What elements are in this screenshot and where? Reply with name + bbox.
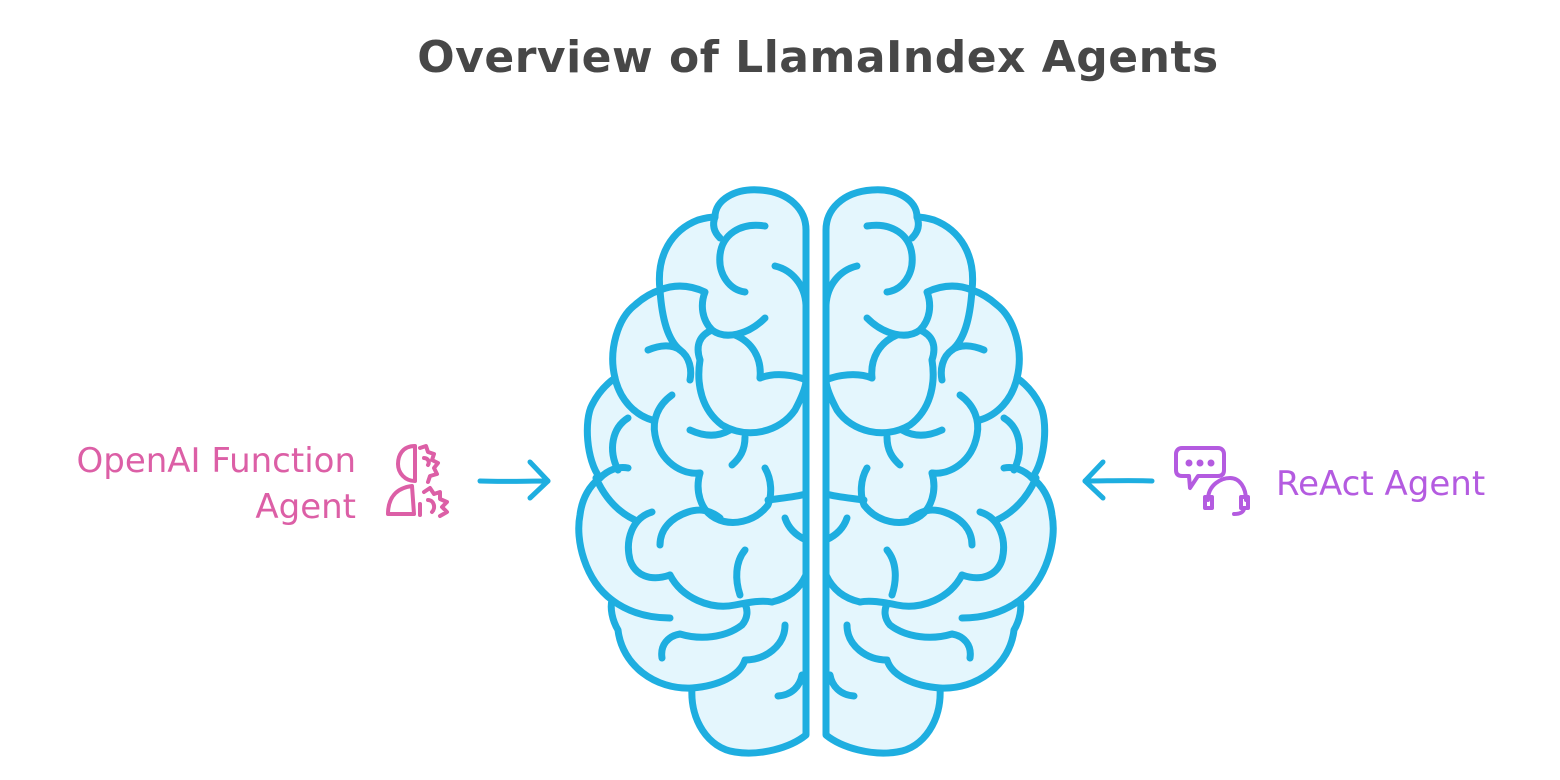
openai-function-agent-label: OpenAI Function Agent: [20, 438, 356, 530]
right-arrow: [1082, 459, 1155, 501]
react-agent-label: ReAct Agent: [1276, 464, 1486, 504]
left-arrow: [477, 459, 551, 501]
diagram-title: Overview of LlamaIndex Agents: [417, 32, 1219, 83]
openai-function-agent-label-line2: Agent: [255, 487, 356, 527]
brain-right-folds: [822, 213, 1040, 700]
chat-headset-icon: [1174, 446, 1250, 516]
brain-icon: [575, 186, 1057, 757]
person-gears-icon: [386, 444, 449, 518]
openai-function-agent-label-line1: OpenAI Function: [76, 441, 356, 481]
